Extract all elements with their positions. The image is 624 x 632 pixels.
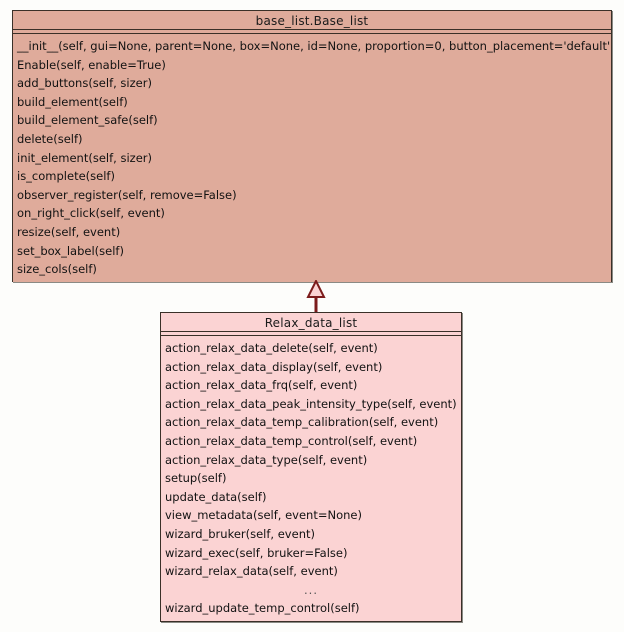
class-methods-compartment-relax-data-list: action_relax_data_delete(self, event) ac… [161,336,461,621]
method-row[interactable]: size_cols(self) [17,262,97,277]
method-row[interactable]: resize(self, event) [17,224,121,239]
method-row[interactable]: wizard_exec(self, bruker=False) [165,545,348,560]
method-row[interactable]: init_element(self, sizer) [17,150,152,165]
method-row[interactable]: wizard_relax_data(self, event) [165,564,338,579]
method-row[interactable]: view_metadata(self, event=None) [165,508,362,523]
method-row[interactable]: __init__(self, gui=None, parent=None, bo… [17,39,611,53]
method-row[interactable]: wizard_update_temp_control(self) [165,601,360,616]
method-row[interactable]: on_right_click(self, event) [17,206,165,221]
class-box-relax-data-list[interactable]: Relax_data_list action_relax_data_delete… [160,312,462,622]
methods-truncation-ellipsis: ... [304,582,318,597]
method-row[interactable]: is_complete(self) [17,169,115,184]
method-row[interactable]: setup(self) [165,471,227,486]
method-row[interactable]: action_relax_data_frq(self, event) [165,378,358,393]
method-row[interactable]: wizard_bruker(self, event) [165,526,315,541]
method-row[interactable]: action_relax_data_peak_intensity_type(se… [165,396,457,411]
method-row[interactable]: action_relax_data_temp_control(self, eve… [165,433,418,448]
inheritance-arrow-icon [306,278,326,314]
method-row[interactable]: action_relax_data_type(self, event) [165,452,368,467]
class-attributes-compartment-base-list [13,30,611,34]
method-row[interactable]: Enable(self, enable=True) [17,57,166,72]
method-row[interactable]: set_box_label(self) [17,243,124,258]
class-attributes-compartment-relax-data-list [161,332,461,336]
method-row[interactable]: build_element(self) [17,94,128,109]
generalization-connector [303,278,329,314]
method-row[interactable]: action_relax_data_temp_calibration(self,… [165,415,439,430]
method-row[interactable]: update_data(self) [165,489,267,504]
class-methods-compartment-base-list: __init__(self, gui=None, parent=None, bo… [13,34,611,282]
class-name-relax-data-list: Relax_data_list [161,313,461,332]
method-row[interactable]: build_element_safe(self) [17,113,158,128]
method-row[interactable]: add_buttons(self, sizer) [17,76,152,91]
method-row[interactable]: delete(self) [17,131,83,146]
method-row[interactable]: action_relax_data_delete(self, event) [165,341,378,355]
class-box-base-list[interactable]: base_list.Base_list __init__(self, gui=N… [12,10,612,282]
method-row[interactable]: observer_register(self, remove=False) [17,187,237,202]
class-name-base-list: base_list.Base_list [13,11,611,30]
method-row[interactable]: action_relax_data_display(self, event) [165,359,383,374]
